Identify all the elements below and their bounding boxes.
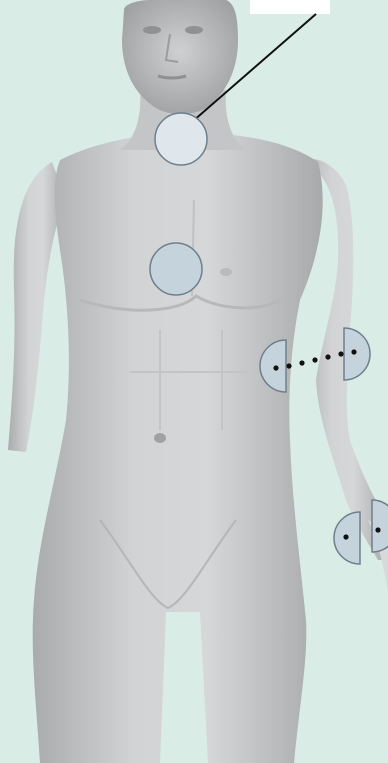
- left-eye: [143, 26, 161, 34]
- wrist-marker-right-half: [372, 500, 388, 552]
- neck-marker: [155, 113, 207, 165]
- right-eye: [185, 26, 203, 34]
- chest-marker: [150, 243, 202, 295]
- top-white-strip: [250, 0, 330, 14]
- nipple-right: [220, 268, 232, 276]
- navel: [154, 433, 166, 443]
- leg-gap: [160, 612, 208, 763]
